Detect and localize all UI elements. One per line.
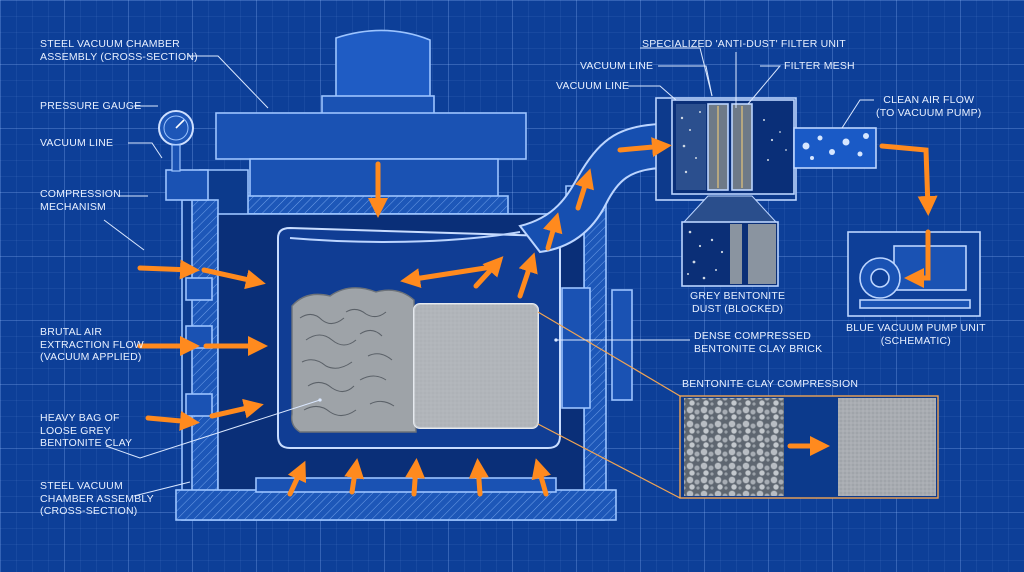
label-dense-brick: DENSE COMPRESSED BENTONITE CLAY BRICK — [694, 330, 823, 355]
label-filter-unit: SPECIALIZED 'ANTI-DUST' FILTER UNIT — [642, 38, 846, 50]
flow-arrows — [137, 137, 938, 497]
label-brutal-air: BRUTAL AIR EXTRACTION FLOW (VACUUM APPLI… — [40, 326, 144, 363]
dust-specks — [680, 111, 787, 174]
label-compression-mechanism: COMPRESSION MECHANISM — [40, 188, 121, 213]
top-pipe-collar — [321, 95, 435, 115]
top-plate — [215, 112, 527, 160]
label-chamber-bottom: STEEL VACUUM CHAMBER ASSEMBLY (CROSS-SEC… — [40, 480, 154, 517]
label-vacuum-line-left: VACUUM LINE — [40, 137, 114, 149]
label-filter-mesh: FILTER MESH — [784, 60, 855, 72]
press-head — [249, 158, 499, 202]
label-pressure-gauge: PRESSURE GAUGE — [40, 100, 142, 112]
label-dust-blocked: GREY BENTONITE DUST (BLOCKED) — [690, 290, 786, 315]
compressed-block — [838, 398, 936, 496]
pressure-gauge — [158, 110, 194, 172]
dust-zoom — [681, 195, 779, 287]
clay-bag — [290, 287, 417, 433]
clean-air-pipe — [793, 127, 877, 169]
label-pump-unit: BLUE VACUUM PUMP UNIT (SCHEMATIC) — [846, 322, 986, 347]
clay-texture — [299, 308, 395, 416]
label-heavy-bag: HEAVY BAG OF LOOSE GREY BENTONITE CLAY — [40, 412, 133, 449]
loose-particles — [684, 398, 784, 496]
label-chamber-top: STEEL VACUUM CHAMBER ASSEMBLY (CROSS-SEC… — [40, 38, 198, 63]
label-vacuum-line-top1: VACUUM LINE — [580, 60, 654, 72]
top-pipe — [335, 29, 431, 101]
leader-lines — [103, 47, 874, 497]
label-vacuum-line-top2: VACUUM LINE — [556, 80, 630, 92]
label-clean-air: CLEAN AIR FLOW (TO VACUUM PUMP) — [876, 94, 982, 119]
chamber-base — [175, 489, 617, 521]
compression-panel — [537, 311, 939, 499]
vacuum-pump — [847, 231, 981, 317]
filter-unit — [655, 97, 797, 201]
label-compression-title: BENTONITE CLAY COMPRESSION — [682, 378, 859, 390]
